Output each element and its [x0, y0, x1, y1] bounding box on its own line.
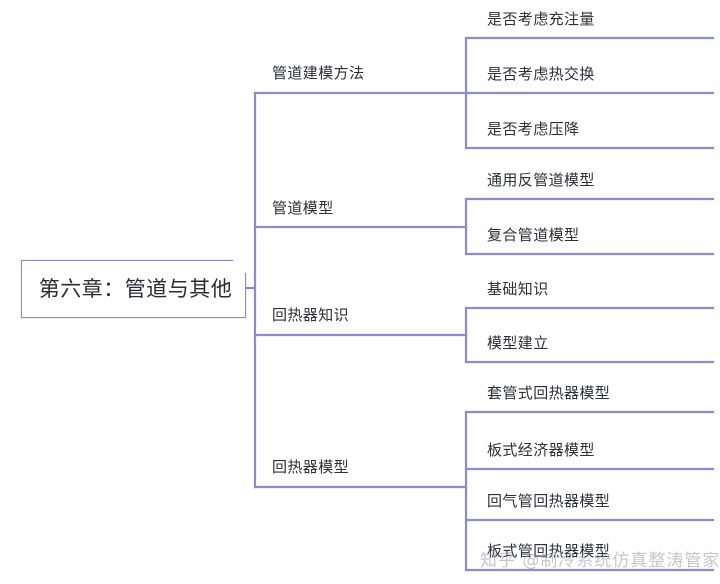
branch-node-2[interactable]: 管道模型	[272, 198, 334, 217]
watermark-text: 知乎 @制冷系统仿真整涛管家	[480, 551, 720, 571]
branch-node-4[interactable]: 回热器模型	[272, 457, 349, 476]
leaf-node-label: 是否考虑热交换	[487, 65, 595, 83]
branch-node-label: 管道建模方法	[272, 64, 365, 82]
root-node-label: 第六章：管道与其他	[38, 276, 233, 301]
leaf-node-4-4[interactable]: 板式管回热器模型	[487, 541, 610, 560]
leaf-node-label: 复合管道模型	[487, 226, 580, 244]
leaf-node-4-3[interactable]: 回气管回热器模型	[487, 491, 610, 510]
leaf-node-label: 是否考虑充注量	[487, 10, 595, 28]
leaf-node-label: 模型建立	[487, 334, 549, 352]
branch-node-1[interactable]: 管道建模方法	[272, 63, 364, 82]
leaf-node-1-3[interactable]: 是否考虑压降	[487, 119, 579, 138]
branch-node-label: 回热器知识	[272, 306, 350, 324]
leaf-node-label: 是否考虑压降	[487, 120, 580, 138]
leaf-node-label: 基础知识	[487, 280, 549, 298]
leaf-node-label: 板式经济器模型	[487, 441, 595, 459]
leaf-node-2-2[interactable]: 复合管道模型	[487, 225, 579, 244]
leaf-node-3-2[interactable]: 模型建立	[487, 333, 549, 352]
leaf-node-label: 回气管回热器模型	[487, 492, 611, 510]
leaf-node-label: 板式管回热器模型	[487, 542, 611, 560]
leaf-node-label: 套管式回热器模型	[487, 384, 611, 402]
branch-node-label: 管道模型	[272, 199, 334, 217]
branch-node-3[interactable]: 回热器知识	[272, 305, 349, 324]
root-node[interactable]: 第六章：管道与其他	[22, 261, 245, 317]
leaf-node-2-1[interactable]: 通用反管道模型	[487, 170, 595, 189]
leaf-node-1-1[interactable]: 是否考虑充注量	[487, 9, 595, 28]
leaf-node-3-1[interactable]: 基础知识	[487, 279, 549, 298]
branch-node-label: 回热器模型	[272, 458, 350, 476]
leaf-node-4-2[interactable]: 板式经济器模型	[487, 440, 595, 459]
leaf-node-label: 通用反管道模型	[487, 171, 595, 189]
leaf-node-1-2[interactable]: 是否考虑热交换	[487, 64, 595, 83]
leaf-node-4-1[interactable]: 套管式回热器模型	[487, 383, 610, 402]
